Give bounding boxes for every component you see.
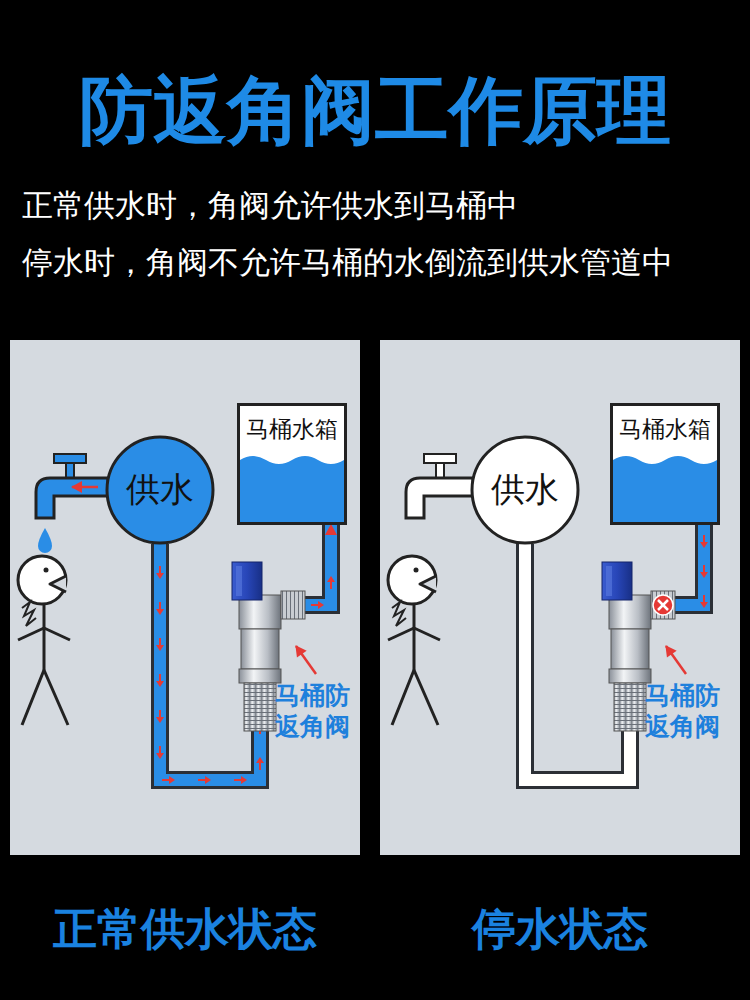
flow-arrow — [311, 601, 324, 609]
flow-arrow — [156, 573, 164, 579]
circle-shape — [472, 437, 578, 543]
flow-arrow — [700, 602, 708, 608]
pipe-bore — [525, 525, 704, 780]
flow-arrow — [256, 757, 264, 763]
valve-label: 马桶防 返角阀 — [645, 680, 731, 743]
water-pipe — [525, 525, 708, 780]
state-caption: 正常供水状态 — [10, 900, 360, 959]
panel-ground — [10, 340, 360, 855]
toilet-tank: 马桶水箱 — [610, 403, 720, 525]
supply-circle: 供水 — [105, 435, 215, 545]
leader-arrow — [296, 646, 316, 674]
flow-arrow — [256, 757, 264, 770]
flow-arrow — [156, 602, 164, 615]
faucet — [54, 454, 86, 463]
tank-water — [240, 452, 344, 522]
faucet — [406, 478, 473, 518]
faucet — [424, 454, 456, 463]
supply-text: 供水 — [491, 467, 559, 513]
flow-arrow — [156, 710, 164, 723]
flow-arrow — [156, 681, 164, 687]
flow-arrow — [327, 576, 335, 589]
stick-figure — [18, 556, 70, 725]
flow-arrow — [198, 776, 211, 784]
flow-arrow — [156, 566, 164, 579]
water-fill — [613, 456, 717, 522]
flow-arrow — [700, 535, 708, 548]
faucet — [36, 478, 108, 518]
supply-text: 供水 — [126, 467, 194, 513]
circle-shape — [107, 437, 213, 543]
page-title: 防返角阀工作原理 — [0, 70, 750, 151]
pipe-wall — [160, 525, 331, 780]
intro-line: 正常供水时，角阀允许供水到马桶中 — [22, 186, 742, 225]
water-drop — [38, 528, 52, 553]
pipe-head — [525, 525, 704, 780]
flow-arrow — [327, 576, 335, 582]
flow-arrow — [156, 609, 164, 615]
flow-arrow — [700, 565, 708, 578]
flow-arrow — [156, 746, 164, 759]
pipe-wall — [525, 525, 704, 780]
valve-label: 马桶防 返角阀 — [275, 680, 361, 743]
state-panel: 正常供水状态供水马桶水箱 — [10, 340, 360, 855]
tank-text: 马桶水箱 — [613, 406, 717, 445]
blocked-mark — [653, 595, 673, 615]
flow-arrow — [700, 595, 708, 608]
flow-arrow — [156, 717, 164, 723]
blocked-mark — [653, 595, 673, 615]
panel-ground — [380, 340, 740, 855]
intro-line: 停水时，角阀不允许马桶的水倒流到供水管道中 — [22, 243, 742, 282]
tank-text: 马桶水箱 — [240, 406, 344, 445]
flow-arrow — [700, 572, 708, 578]
water-fill — [240, 456, 344, 522]
state-caption: 停水状态 — [380, 900, 740, 959]
flow-arrow — [162, 776, 175, 784]
blocked-mark — [658, 600, 668, 610]
flow-arrow — [234, 776, 247, 784]
supply-circle: 供水 — [470, 435, 580, 545]
tank-water — [613, 452, 717, 522]
pipe-head — [160, 525, 331, 780]
blocked-mark — [658, 600, 668, 610]
flow-arrow — [205, 776, 211, 784]
faucet — [36, 454, 108, 553]
flow-arrow — [318, 601, 324, 609]
flow-arrow — [156, 645, 164, 651]
flow-arrow — [156, 753, 164, 759]
state-panel: 停水状态供水马桶水箱 — [380, 340, 740, 855]
flow-arrow — [700, 542, 708, 548]
flow-arrow — [156, 638, 164, 651]
leader-arrow — [666, 646, 686, 674]
flow-arrow — [156, 674, 164, 687]
water-pipe — [156, 525, 335, 784]
faucet — [72, 486, 98, 489]
stick-figure — [388, 556, 440, 725]
toilet-tank: 马桶水箱 — [237, 403, 347, 525]
flow-arrow — [169, 776, 175, 784]
flow-arrow — [241, 776, 247, 784]
faucet — [406, 454, 473, 518]
pipe-bore — [160, 525, 331, 780]
